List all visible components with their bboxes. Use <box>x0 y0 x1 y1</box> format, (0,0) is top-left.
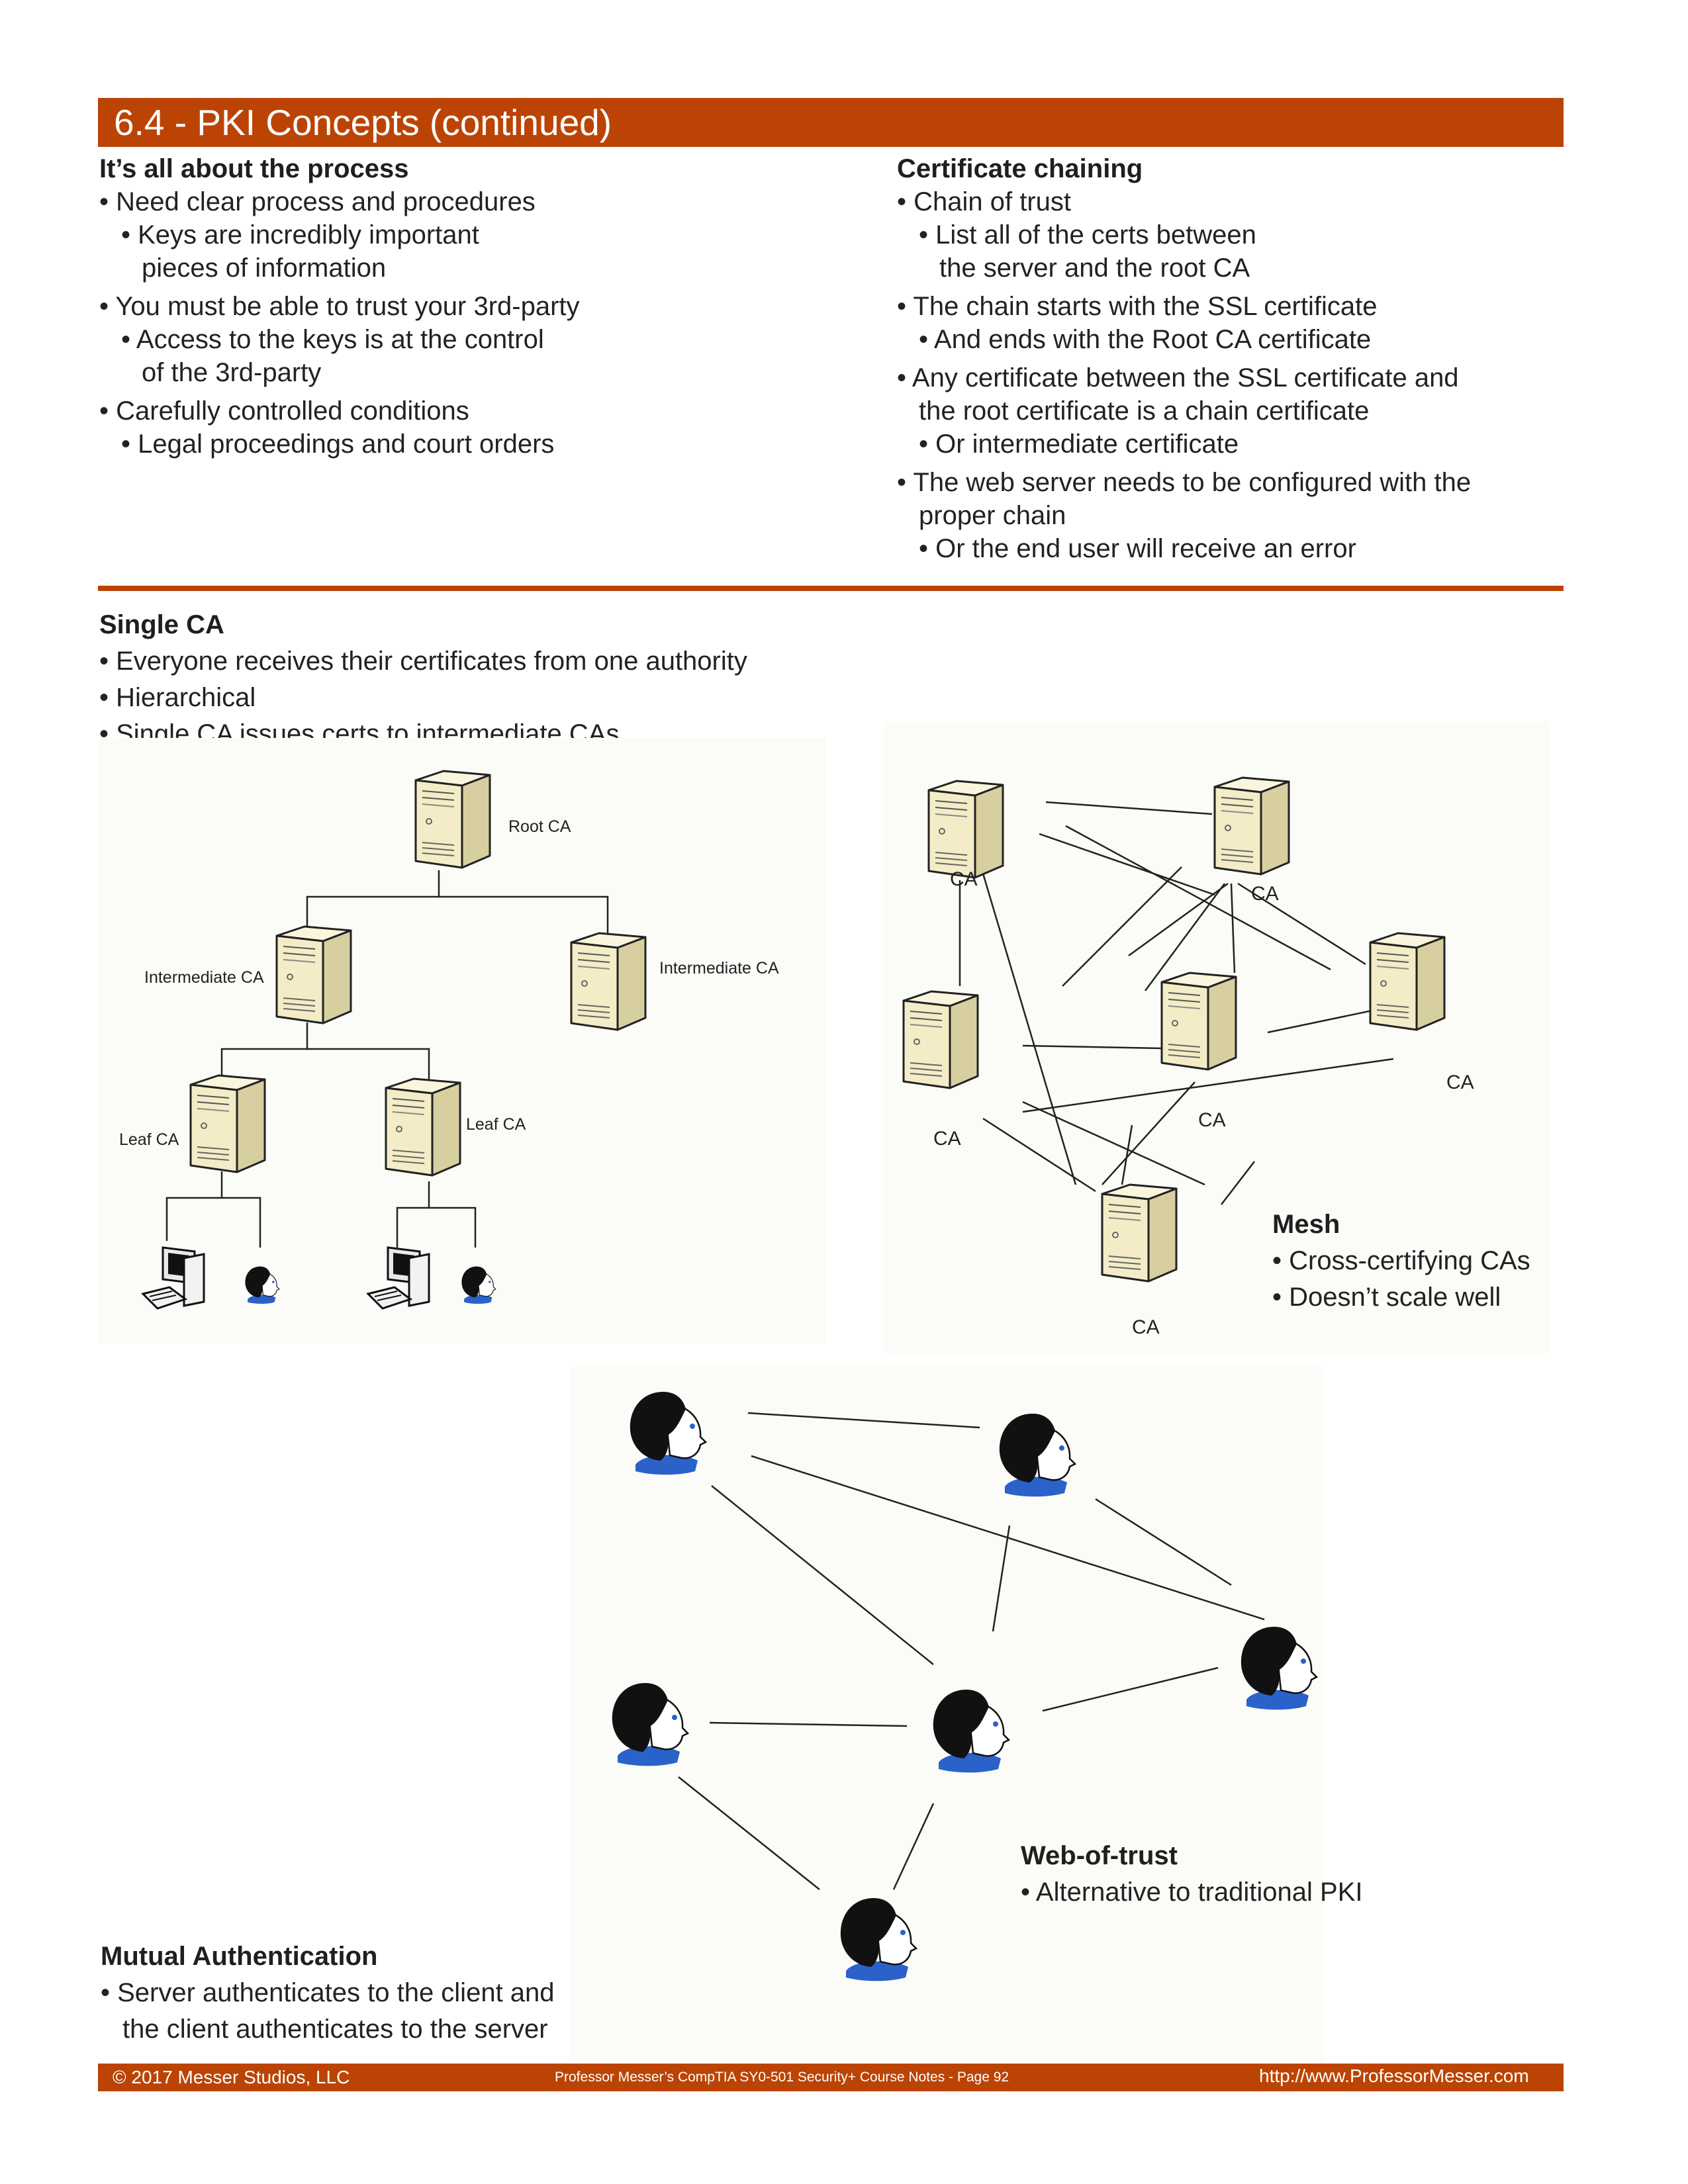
single-ca-list: • Everyone receives their certificates f… <box>99 643 747 752</box>
ca-server-icon <box>902 990 979 1089</box>
mutual-auth-list: • Server authenticates to the client and… <box>101 1975 555 2048</box>
root-ca-server-icon <box>414 770 491 869</box>
ca-label: CA <box>1198 1109 1226 1131</box>
leaf-ca-server-icon <box>189 1074 266 1173</box>
intermediate-ca-server-icon <box>275 925 352 1024</box>
list-item: • The web server needs to be configured … <box>897 468 1472 497</box>
mesh-section: Mesh • Cross-certifying CAs • Doesn’t sc… <box>1272 1206 1530 1316</box>
ca-server-icon <box>1369 932 1446 1031</box>
footer-course: Professor Messer’s CompTIA SY0-501 Secur… <box>555 2070 1009 2085</box>
mutual-auth-heading: Mutual Authentication <box>101 1942 378 1971</box>
footer-url-link[interactable]: http://www.ProfessorMesser.com <box>1259 2066 1529 2086</box>
single-ca-section: Single CA • Everyone receives their cert… <box>99 606 747 752</box>
list-item: • Everyone receives their certificates f… <box>99 647 747 676</box>
ca-label: CA <box>1446 1071 1474 1093</box>
list-item: • You must be able to trust your 3rd-par… <box>99 292 580 321</box>
mesh-connectors <box>959 801 1411 1205</box>
chaining-section: Certificate chaining • Chain of trust • … <box>897 152 1471 565</box>
list-item: • Alternative to traditional PKI <box>1021 1878 1363 1907</box>
chaining-list: • Chain of trust • List all of the certs… <box>897 185 1471 565</box>
ca-label: CA <box>1251 883 1279 905</box>
list-item: pieces of information <box>142 253 387 283</box>
list-item: • Carefully controlled conditions <box>99 396 469 426</box>
page-title: 6.4 - PKI Concepts (continued) <box>114 102 612 143</box>
web-of-trust-list: • Alternative to traditional PKI <box>1021 1874 1363 1911</box>
list-item: proper chain <box>919 501 1066 530</box>
list-item: • Doesn’t scale well <box>1272 1283 1501 1312</box>
root-ca-label: Root CA <box>508 817 571 836</box>
list-item: the client authenticates to the server <box>122 2015 548 2044</box>
ca-label: CA <box>933 1128 961 1150</box>
ca-label: CA <box>950 868 978 890</box>
list-item: • Legal proceedings and court orders <box>121 430 555 459</box>
mesh-list: • Cross-certifying CAs • Doesn’t scale w… <box>1272 1243 1530 1316</box>
ca-server-icon <box>1101 1183 1178 1283</box>
intermediate-ca-label: Intermediate CA <box>144 968 264 987</box>
process-list: • Need clear process and procedures • Ke… <box>99 185 580 461</box>
list-item: • And ends with the Root CA certificate <box>919 325 1372 354</box>
list-item: the server and the root CA <box>939 253 1250 283</box>
list-item: • Server authenticates to the client and <box>101 1978 555 2007</box>
leaf-ca-server-icon <box>385 1077 461 1177</box>
list-item: • Or intermediate certificate <box>919 430 1239 459</box>
mesh-heading: Mesh <box>1272 1210 1340 1239</box>
chaining-heading: Certificate chaining <box>897 154 1143 183</box>
list-item: • Hierarchical <box>99 683 256 712</box>
section-divider <box>98 586 1564 591</box>
list-item: • The chain starts with the SSL certific… <box>897 292 1378 321</box>
mesh-diagram: CA CA CA CA CA CA <box>884 721 1549 1353</box>
footer-bar <box>98 2064 1564 2091</box>
web-of-trust-heading: Web-of-trust <box>1021 1841 1178 1870</box>
ca-label: CA <box>1132 1316 1160 1338</box>
hierarchy-diagram: Root CA Intermediate CA Intermediate CA … <box>98 738 826 1343</box>
web-of-trust-diagram <box>569 1367 1324 2062</box>
process-heading: It’s all about the process <box>99 154 409 183</box>
list-item: • Access to the keys is at the control <box>121 325 544 354</box>
web-of-trust-section: Web-of-trust • Alternative to traditiona… <box>1021 1837 1363 1911</box>
process-section: It’s all about the process • Need clear … <box>99 152 580 461</box>
list-item: • Keys are incredibly important <box>121 220 479 250</box>
ca-server-icon <box>927 780 1004 879</box>
leaf-ca-label: Leaf CA <box>119 1130 179 1149</box>
list-item: • Chain of trust <box>897 187 1072 216</box>
list-item: • Need clear process and procedures <box>99 187 536 216</box>
mutual-auth-section: Mutual Authentication • Server authentic… <box>101 1938 555 2048</box>
trust-connectors <box>678 1412 1265 1890</box>
ca-server-icon <box>1213 776 1290 876</box>
intermediate-ca-label: Intermediate CA <box>659 959 779 978</box>
leaf-ca-label: Leaf CA <box>466 1115 526 1134</box>
intermediate-ca-server-icon <box>570 932 647 1031</box>
list-item: • Cross-certifying CAs <box>1272 1246 1530 1275</box>
ca-server-icon <box>1160 972 1237 1071</box>
list-item: • Any certificate between the SSL certif… <box>897 363 1459 392</box>
list-item: of the 3rd-party <box>142 358 322 387</box>
list-item: the root certificate is a chain certific… <box>919 396 1370 426</box>
single-ca-heading: Single CA <box>99 610 224 639</box>
footer-copyright: © 2017 Messer Studios, LLC <box>113 2067 350 2087</box>
list-item: • Or the end user will receive an error <box>919 534 1356 563</box>
title-bar <box>98 98 1564 147</box>
list-item: • List all of the certs between <box>919 220 1256 250</box>
hierarchy-connectors <box>165 870 609 1248</box>
